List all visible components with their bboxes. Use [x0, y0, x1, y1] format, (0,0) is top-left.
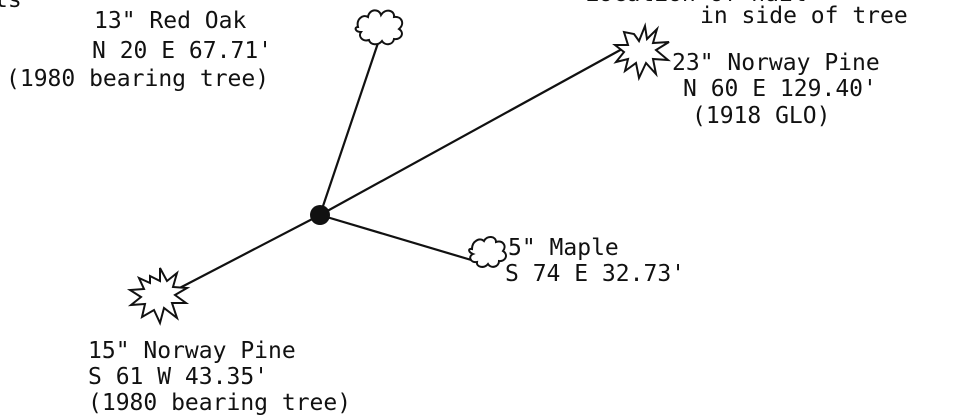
red-oak-tree-icon: [354, 9, 404, 46]
top-right-fragment-line2: in side of tree: [700, 3, 908, 29]
bearing-line-norway-pine-sw: [169, 214, 321, 294]
bearing-line-red-oak: [318, 42, 380, 216]
norway-pine-sw-tree-icon: [126, 267, 191, 326]
norway-pine-sw-size-species: 15" Norway Pine: [88, 338, 296, 364]
bearing-line-maple: [319, 213, 479, 264]
maple-tree-icon: [468, 236, 507, 268]
norway-pine-ne-bearing: N 60 E 129.40': [683, 76, 877, 102]
maple-bearing: S 74 E 32.73': [505, 261, 686, 287]
norway-pine-ne-note: (1918 GLO): [692, 103, 831, 129]
bearing-line-norway-pine-ne: [319, 42, 634, 216]
red-oak-size-species: 13" Red Oak: [94, 8, 247, 34]
corner-point: [310, 205, 330, 225]
norway-pine-sw-note: (1980 bearing tree): [88, 390, 352, 416]
top-right-fragment: Location of nail: [585, 0, 807, 8]
red-oak-bearing: N 20 E 67.71': [92, 38, 273, 64]
norway-pine-ne-size-species: 23" Norway Pine: [672, 50, 880, 76]
norway-pine-ne-tree-icon: [612, 22, 672, 82]
norway-pine-sw-bearing: S 61 W 43.35': [88, 364, 269, 390]
red-oak-note: (1980 bearing tree): [6, 66, 270, 92]
maple-size-species: 5" Maple: [508, 235, 619, 261]
top-left-fragment: ts: [0, 0, 22, 13]
